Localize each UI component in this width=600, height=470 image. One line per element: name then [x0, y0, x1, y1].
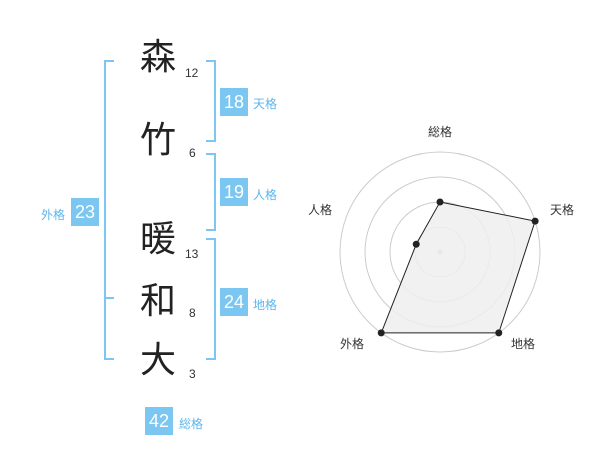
- fortune-radar-chart: [339, 151, 541, 353]
- radar-axis-label-soukaku: 総格: [428, 125, 453, 139]
- radar-point-2: [531, 217, 539, 225]
- jinkaku-bracket: [206, 153, 216, 231]
- chikaku-bracket: [206, 238, 216, 360]
- chikaku-value: 24: [220, 288, 248, 316]
- radar-point-4: [377, 329, 385, 337]
- radar-shape: [380, 201, 536, 334]
- radar-points: [377, 198, 539, 337]
- tenkaku-bracket: [206, 60, 216, 142]
- radar-point-3: [495, 329, 503, 337]
- radar-axis-label-jinkaku: 人格: [308, 203, 333, 217]
- radar-axis-label-chikaku: 地格: [511, 337, 536, 351]
- tenkaku-label: 天格: [253, 97, 278, 111]
- name-char-1: 森: [140, 37, 177, 78]
- soukaku-value: 42: [145, 407, 173, 435]
- soukaku-label: 総格: [179, 417, 204, 431]
- stroke-count-5: 3: [189, 367, 196, 381]
- name-char-4: 和: [140, 281, 177, 322]
- chikaku-label: 地格: [253, 298, 278, 312]
- radar-point-5: [412, 240, 420, 248]
- name-char-2: 竹: [140, 120, 177, 161]
- radar-polygon: [380, 201, 536, 334]
- tenkaku-value: 18: [220, 88, 248, 116]
- jinkaku-value: 19: [220, 178, 248, 206]
- radar-grid-ring: [339, 151, 541, 353]
- stroke-count-3: 13: [185, 247, 199, 261]
- gaikaku-value: 23: [71, 198, 99, 226]
- stroke-count-4: 8: [189, 306, 196, 320]
- name-char-3: 暖: [140, 219, 177, 260]
- radar-axis-label-gaikaku: 外格: [340, 337, 365, 351]
- name-char-5: 大: [140, 340, 177, 381]
- radar-axis-label-tenkaku: 天格: [550, 203, 575, 217]
- jinkaku-label: 人格: [253, 188, 278, 202]
- stroke-count-2: 6: [189, 146, 196, 160]
- gaikaku-bracket-mid-tick: [104, 297, 114, 299]
- gaikaku-label: 外格: [41, 208, 66, 222]
- gaikaku-bracket: [104, 60, 114, 360]
- stroke-count-1: 12: [185, 66, 199, 80]
- radar-point-1: [436, 198, 444, 206]
